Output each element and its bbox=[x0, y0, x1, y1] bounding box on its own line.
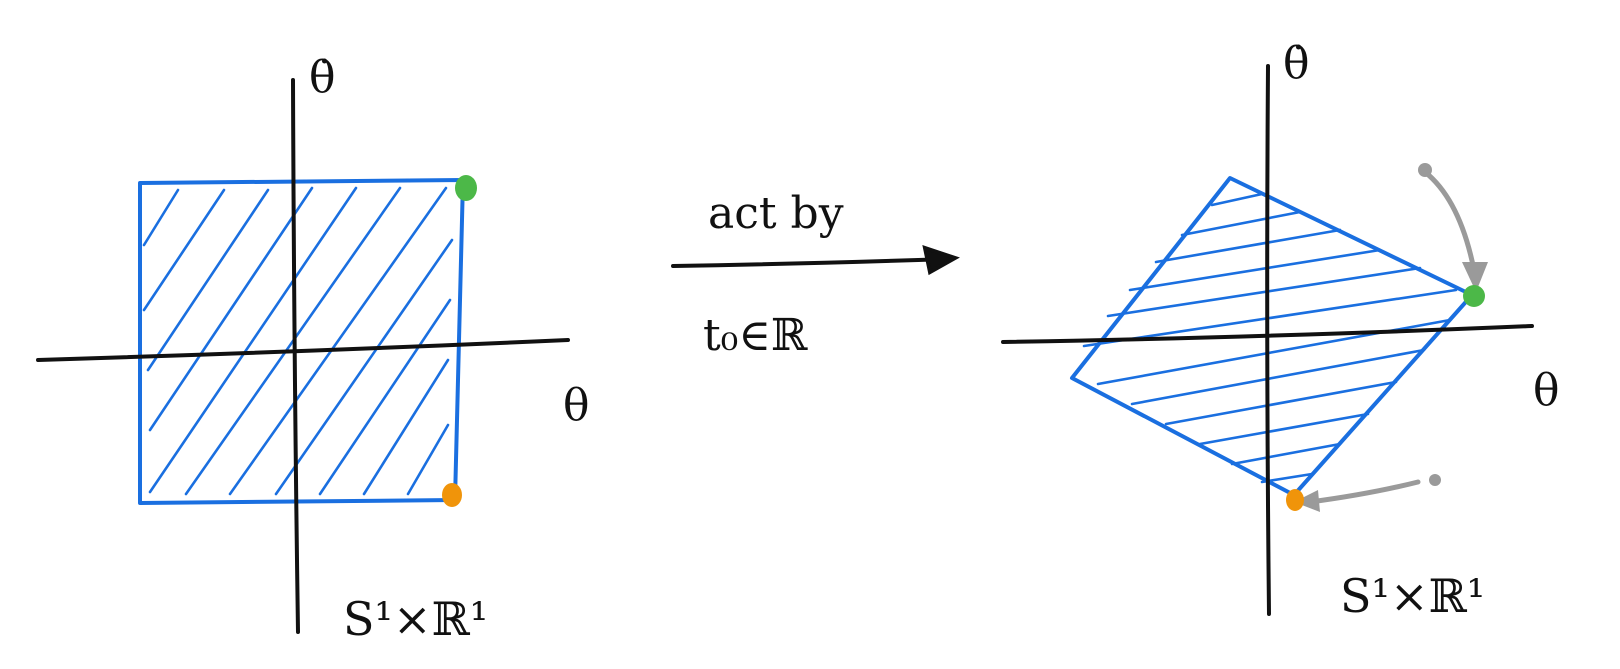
right-panel: θ̇ θ S¹×ℝ¹ bbox=[1001, 38, 1560, 623]
arrow-bottom-label: t₀∈ℝ bbox=[703, 310, 808, 361]
right-space-label: S¹×ℝ¹ bbox=[1340, 569, 1485, 623]
left-orange-point bbox=[442, 483, 462, 507]
left-square-region bbox=[138, 178, 465, 505]
left-hatching bbox=[142, 186, 454, 496]
right-theta-label: θ bbox=[1533, 365, 1560, 416]
left-space-label: S¹×ℝ¹ bbox=[343, 592, 488, 646]
action-arrowhead bbox=[922, 245, 960, 276]
action-arrow bbox=[671, 257, 950, 268]
right-green-point bbox=[1463, 285, 1485, 307]
pointer-to-green bbox=[1418, 163, 1488, 292]
right-horizontal-axis bbox=[1001, 324, 1534, 344]
right-orange-point bbox=[1286, 489, 1304, 511]
left-panel: θ̇ θ S¹×ℝ¹ bbox=[36, 52, 590, 646]
left-vertical-axis bbox=[291, 78, 300, 634]
right-theta-dot-label: θ̇ bbox=[1283, 38, 1310, 89]
left-theta-dot-label: θ̇ bbox=[309, 52, 336, 103]
left-green-point bbox=[455, 175, 477, 201]
left-horizontal-axis bbox=[36, 338, 570, 362]
left-theta-label: θ bbox=[563, 380, 590, 431]
arrow-top-label: act by bbox=[708, 188, 844, 239]
right-vertical-axis bbox=[1265, 64, 1271, 616]
pointer-to-orange bbox=[1294, 474, 1441, 512]
action-arrow-group: act by t₀∈ℝ bbox=[671, 188, 960, 361]
